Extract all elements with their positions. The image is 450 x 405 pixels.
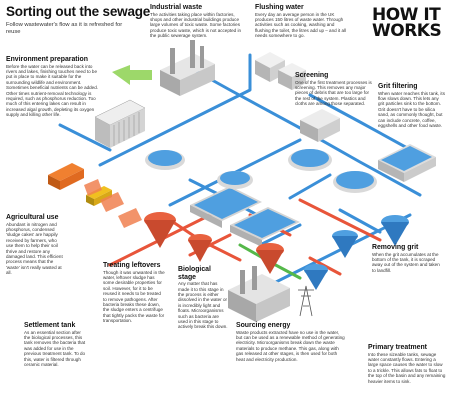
label-sourcing-energy: Sourcing energy Waste products extracted… xyxy=(236,322,346,362)
label-body: Any matter that has made it to this stag… xyxy=(178,281,228,330)
houses xyxy=(255,52,306,90)
label-title: Industrial waste xyxy=(150,4,203,11)
label-body: Waste products extracted have no use in … xyxy=(236,329,345,362)
label-agricultural-use: Agricultural use Abundant in nitrogen an… xyxy=(6,214,64,276)
label-body: Every day an average person in the UK pr… xyxy=(255,11,346,39)
label-title: Environment preparation xyxy=(6,56,88,63)
sludge-digesters xyxy=(144,212,284,274)
label-title: Biological stage xyxy=(178,266,211,281)
page-title: Sorting out the sewage xyxy=(6,4,151,19)
label-title: Primary treatment xyxy=(368,344,427,351)
grit-tank xyxy=(378,144,436,182)
biological-basins xyxy=(190,186,300,247)
label-industrial-waste: Industrial waste The activities taking p… xyxy=(150,4,242,39)
label-grit-filtering: Grit filtering When water reaches this t… xyxy=(378,83,446,128)
label-body: Before the water can be released back in… xyxy=(6,63,99,118)
electricity-pylon xyxy=(298,285,314,317)
label-flushing-water: Flushing water Every day an average pers… xyxy=(255,4,350,39)
settlement-building xyxy=(94,99,146,148)
primary-tanks xyxy=(288,149,377,193)
label-title: Agricultural use xyxy=(6,214,59,221)
label-body: When water reaches this tank, its flow s… xyxy=(378,90,445,129)
power-plant xyxy=(228,266,290,322)
logo-line-1: HOW IT xyxy=(372,5,441,25)
label-title: Removing grit xyxy=(372,244,419,251)
label-removing-grit: Removing grit When the grit accumulates … xyxy=(372,244,444,273)
label-title: Flushing water xyxy=(255,4,304,11)
label-body: The activities taking place within facto… xyxy=(150,11,241,39)
label-environment-preparation: Environment preparation Before the water… xyxy=(6,56,104,118)
label-screening: Screening One of the first treatment pro… xyxy=(295,72,373,107)
label-settlement-tank: Settlement tank As an essential section … xyxy=(24,322,88,367)
label-body: Abundant in nitrogen and phosphorus, con… xyxy=(6,221,63,276)
label-treating-leftovers: Treating leftovers Though it was unwante… xyxy=(103,262,165,324)
label-title: Settlement tank xyxy=(24,322,76,329)
label-body: When the grit accumulates at the bottom … xyxy=(372,251,440,273)
how-it-works-logo: HOW IT WORKS xyxy=(372,5,446,41)
label-body: Though it was unwanted in the water, lef… xyxy=(103,269,165,324)
label-primary-treatment: Primary treatment Into these sizeable ta… xyxy=(368,344,446,384)
logo-line-2: WORKS xyxy=(372,20,442,41)
sludge-flow-arrows xyxy=(84,179,142,228)
label-body: One of the first treatment processes is … xyxy=(295,79,372,107)
settlement-tanks xyxy=(145,150,253,189)
outflow-arrow xyxy=(112,65,152,85)
trucks xyxy=(48,163,112,206)
page-subtitle: Follow wastewater's flow as it is refres… xyxy=(6,22,123,35)
label-biological-stage: Biological stage Any matter that has mad… xyxy=(178,266,230,330)
grit-remover xyxy=(304,215,409,290)
label-body: As an essential section after the biolog… xyxy=(24,329,86,368)
label-title: Treating leftovers xyxy=(103,262,161,269)
label-title: Screening xyxy=(295,72,329,79)
industrial-factory xyxy=(160,40,215,96)
label-title: Grit filtering xyxy=(378,83,418,90)
screening-unit xyxy=(300,109,340,142)
label-title: Sourcing energy xyxy=(236,322,291,329)
label-body: Into these sizeable tanks, sewage water … xyxy=(368,351,446,384)
